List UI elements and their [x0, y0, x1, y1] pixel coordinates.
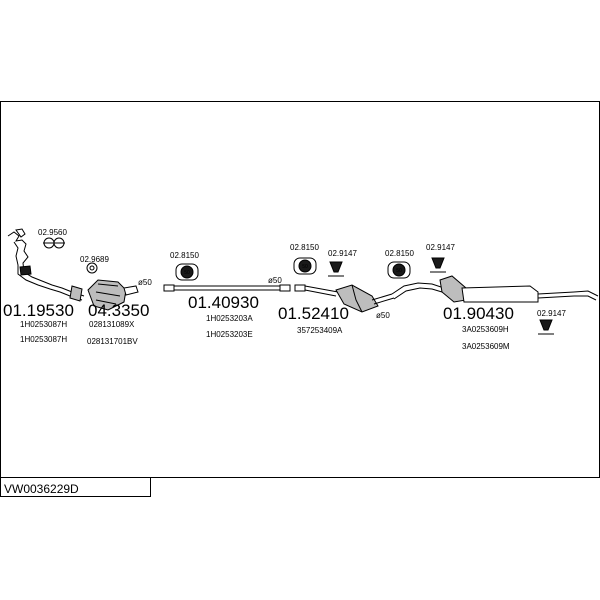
accessory-label-1: 02.9560	[38, 228, 67, 237]
diameter-label-1: ø50	[138, 278, 152, 287]
part-number-3: 01.40930	[188, 293, 259, 312]
part-ref-4a: 357253409A	[297, 326, 343, 335]
gasket-9689-part	[86, 262, 98, 274]
accessory-label-2: 02.9689	[80, 255, 109, 264]
catalytic-converter-part	[87, 279, 139, 311]
part-ref-1a: 1H0253087H	[20, 320, 67, 329]
svg-text:50: 50	[396, 268, 402, 274]
mount-8150-c-part: 50	[387, 261, 411, 279]
diameter-label-3: ø50	[376, 311, 390, 320]
part-ref-3a: 1H0253203A	[206, 314, 253, 323]
part-ref-1b: 1H0253087H	[20, 335, 67, 344]
rear-silencer-part	[391, 275, 599, 303]
gasket-9560-part	[43, 237, 65, 249]
hanger-9147-b-part	[430, 257, 446, 273]
accessory-label-5: 02.9147	[328, 249, 357, 258]
accessory-label-7: 02.9147	[426, 243, 455, 252]
svg-text:50: 50	[302, 264, 308, 270]
part-number-5: 01.90430	[443, 304, 514, 323]
part-number-1: 01.19530	[3, 301, 74, 320]
accessory-label-6: 02.8150	[385, 249, 414, 258]
part-ref-5b: 3A0253609M	[462, 342, 510, 351]
accessory-label-4: 02.8150	[290, 243, 319, 252]
code-box	[0, 477, 151, 497]
part-number-2: 04.3350	[88, 301, 149, 320]
center-pipe-part	[163, 284, 291, 292]
accessory-label-8: 02.9147	[537, 309, 566, 318]
diagram-code: VW0036229D	[4, 482, 79, 496]
svg-text:50: 50	[184, 270, 190, 276]
front-pipe-part	[7, 228, 85, 302]
part-ref-3b: 1H0253203E	[206, 330, 253, 339]
accessory-label-3: 02.8150	[170, 251, 199, 260]
diameter-label-2: ø50	[268, 276, 282, 285]
mount-8150-a-part: 50	[175, 263, 199, 281]
mount-8150-b-part: 50	[293, 257, 317, 275]
part-number-4: 01.52410	[278, 304, 349, 323]
middle-silencer-part	[294, 284, 395, 313]
hanger-9147-c-part	[538, 319, 554, 335]
part-ref-5a: 3A0253609H	[462, 325, 509, 334]
part-ref-2a: 028131089X	[89, 320, 135, 329]
hanger-9147-a-part	[328, 261, 344, 277]
part-ref-2b: 028131701BV	[87, 337, 138, 346]
